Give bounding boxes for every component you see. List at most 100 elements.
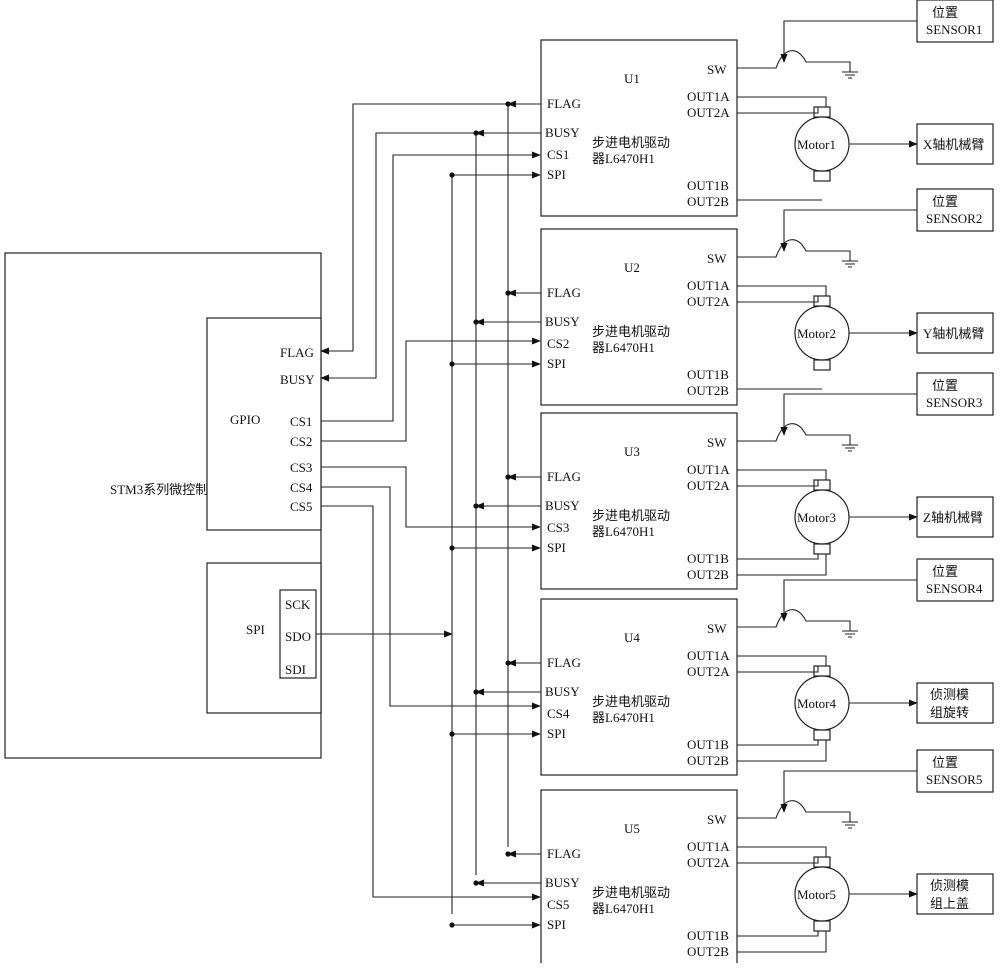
switch-contact-u1 bbox=[737, 51, 850, 72]
spi-junction-u2 bbox=[449, 361, 454, 366]
driver-pin-out2b-u1: OUT2B bbox=[687, 194, 729, 209]
gpio-pin-cs2: CS2 bbox=[290, 434, 312, 449]
target-label2-4: 组旋转 bbox=[930, 705, 969, 720]
ground-icon-u1 bbox=[842, 72, 858, 78]
spi-junction-u1 bbox=[449, 172, 454, 177]
motor-label-u5: Motor5 bbox=[797, 887, 836, 902]
driver-pin-busy-u1: BUSY bbox=[545, 125, 580, 140]
wire-out2a-u3 bbox=[737, 480, 818, 486]
driver-pin-flag-u1: FLAG bbox=[547, 96, 581, 111]
driver-desc2-u2: 器L6470H1 bbox=[592, 340, 655, 355]
sensor-wire-u2 bbox=[784, 210, 917, 251]
switch-contact-u2 bbox=[737, 240, 850, 261]
flag-junction-u2 bbox=[505, 290, 510, 295]
motor-shaft-top-u4 bbox=[814, 666, 830, 676]
driver-desc2-u5: 器L6470H1 bbox=[592, 901, 655, 916]
cs1-wire bbox=[321, 155, 540, 421]
motor-label-u3: Motor3 bbox=[797, 510, 836, 525]
driver-pin-spi-u4: SPI bbox=[547, 726, 566, 741]
driver-desc1-u4: 步进电机驱动 bbox=[592, 694, 670, 709]
driver-pin-sw-u1: SW bbox=[707, 62, 727, 77]
driver-pin-out1a-u1: OUT1A bbox=[687, 89, 730, 104]
driver-desc2-u4: 器L6470H1 bbox=[592, 710, 655, 725]
driver-pin-spi-u5: SPI bbox=[547, 917, 566, 932]
wire-out1a-u5 bbox=[737, 847, 826, 857]
flag-junction-u1 bbox=[505, 101, 510, 106]
driver-desc2-u3: 器L6470H1 bbox=[592, 524, 655, 539]
sensor-label1-5: 位置 bbox=[932, 755, 958, 770]
driver-pin-cs-u2: CS2 bbox=[547, 336, 569, 351]
gpio-pin-cs1: CS1 bbox=[290, 414, 312, 429]
driver-pin-out2b-u2: OUT2B bbox=[687, 383, 729, 398]
driver-layer: U1步进电机驱动器L6470H1FLAGBUSYCS1SPISWOUT1AOUT… bbox=[449, 0, 993, 963]
driver-pin-flag-u2: FLAG bbox=[547, 285, 581, 300]
sensor-wire-u3 bbox=[784, 394, 917, 435]
wire-out2b-u5 bbox=[737, 931, 826, 952]
driver-pin-out1a-u4: OUT1A bbox=[687, 648, 730, 663]
sensor-label2-3: SENSOR3 bbox=[926, 395, 982, 410]
ground-icon-u5 bbox=[842, 822, 858, 828]
wire-out1a-u2 bbox=[737, 286, 826, 296]
driver-pin-out1b-u3: OUT1B bbox=[687, 551, 729, 566]
driver-desc2-u1: 器L6470H1 bbox=[592, 151, 655, 166]
driver-id-u3: U3 bbox=[624, 444, 640, 459]
driver-pin-out1a-u5: OUT1A bbox=[687, 839, 730, 854]
driver-pin-flag-u3: FLAG bbox=[547, 469, 581, 484]
driver-desc1-u3: 步进电机驱动 bbox=[592, 508, 670, 523]
sensor-wire-u4 bbox=[784, 580, 917, 621]
gpio-pin-cs5: CS5 bbox=[290, 499, 312, 514]
driver-pin-flag-u5: FLAG bbox=[547, 846, 581, 861]
driver-pin-busy-u3: BUSY bbox=[545, 498, 580, 513]
driver-desc1-u1: 步进电机驱动 bbox=[592, 135, 670, 150]
target-label2-5: 组上盖 bbox=[930, 896, 969, 911]
sensor-label1-1: 位置 bbox=[932, 5, 958, 20]
target-label1-5: 侦测模 bbox=[930, 878, 969, 893]
driver-pin-out2a-u1: OUT2A bbox=[687, 105, 730, 120]
driver-pin-cs-u3: CS3 bbox=[547, 520, 569, 535]
driver-pin-out1a-u2: OUT1A bbox=[687, 278, 730, 293]
motor-shaft-bottom-u4 bbox=[814, 730, 830, 740]
driver-pin-out2a-u4: OUT2A bbox=[687, 664, 730, 679]
switch-contact-u3 bbox=[737, 424, 850, 445]
wire-out1b-u5 bbox=[737, 931, 818, 936]
wire-out1a-u3 bbox=[737, 470, 826, 480]
target-label1-2: Y轴机械臂 bbox=[923, 326, 984, 341]
driver-pin-spi-u3: SPI bbox=[547, 540, 566, 555]
spi-pin-sck: SCK bbox=[285, 597, 311, 612]
sensor-label1-3: 位置 bbox=[932, 378, 958, 393]
motor-shaft-top-u3 bbox=[814, 480, 830, 490]
wire-out2a-u1 bbox=[737, 107, 818, 113]
sensor-label2-4: SENSOR4 bbox=[926, 581, 983, 596]
sensor-wire-u1 bbox=[784, 21, 917, 62]
driver-pin-cs-u1: CS1 bbox=[547, 147, 569, 162]
mcu-title: STM3系列微控制器 bbox=[110, 482, 221, 497]
switch-contact-u4 bbox=[737, 610, 850, 631]
driver-pin-out2a-u2: OUT2A bbox=[687, 294, 730, 309]
wire-out2a-u4 bbox=[737, 666, 818, 672]
busy-junction-u1 bbox=[473, 130, 478, 135]
driver-pin-busy-u5: BUSY bbox=[545, 875, 580, 890]
driver-pin-flag-u4: FLAG bbox=[547, 655, 581, 670]
driver-pin-out1b-u5: OUT1B bbox=[687, 928, 729, 943]
target-label1-1: X轴机械臂 bbox=[923, 137, 984, 152]
driver-id-u5: U5 bbox=[624, 821, 640, 836]
motor-shaft-bottom-u5 bbox=[814, 921, 830, 931]
wire-out2b-u4 bbox=[737, 740, 826, 761]
target-label1-4: 侦测模 bbox=[930, 687, 969, 702]
sensor-label1-2: 位置 bbox=[932, 194, 958, 209]
wire-out2b-u3 bbox=[737, 554, 826, 575]
spi-label: SPI bbox=[246, 622, 265, 637]
motor-label-u2: Motor2 bbox=[797, 326, 836, 341]
motor-shaft-top-u5 bbox=[814, 857, 830, 867]
switch-contact-u5 bbox=[737, 801, 850, 822]
driver-pin-out1a-u3: OUT1A bbox=[687, 462, 730, 477]
driver-pin-cs-u5: CS5 bbox=[547, 897, 569, 912]
spi-junction-u5 bbox=[449, 922, 454, 927]
driver-pin-out2b-u4: OUT2B bbox=[687, 753, 729, 768]
motor-shaft-top-u2 bbox=[814, 296, 830, 306]
motor-shaft-bottom-u1 bbox=[814, 171, 830, 181]
wire-out1b-u3 bbox=[737, 554, 818, 559]
cs4-wire bbox=[321, 487, 540, 706]
